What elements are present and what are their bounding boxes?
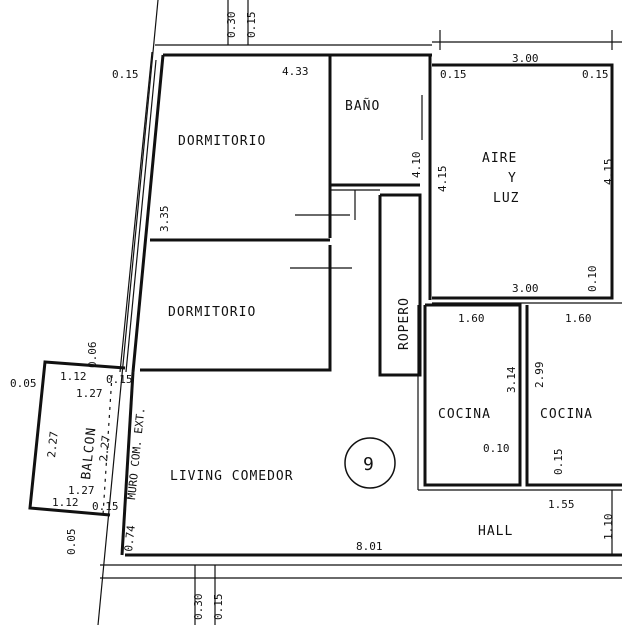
room-hall: HALL	[478, 524, 513, 539]
dim: 1.60	[458, 312, 485, 325]
dim: 1.12	[60, 370, 87, 383]
room-living: LIVING COMEDOR	[170, 469, 294, 484]
dim: 0.05	[10, 377, 37, 390]
dim: 2.27	[45, 431, 61, 459]
dim: 0.15	[212, 594, 225, 621]
dim: 1.27	[76, 387, 103, 400]
dim: 1.10	[602, 514, 615, 541]
dim: 4.15	[602, 159, 615, 186]
room-balcon: BALCON	[79, 426, 99, 480]
room-ropero: ROPERO	[397, 297, 412, 350]
room-bano: BAÑO	[345, 98, 380, 114]
room-labels: DORMITORIO DORMITORIO BAÑO AIRE Y LUZ RO…	[79, 98, 593, 539]
dim: 0.30	[225, 12, 238, 39]
room-y: Y	[508, 171, 517, 186]
dim: 0.15	[440, 68, 467, 81]
dim: 0.15	[106, 373, 133, 386]
dim: 4.15	[436, 166, 449, 193]
dim: 0.74	[122, 524, 138, 552]
dim: 3.00	[512, 282, 539, 295]
dim: 0.06	[86, 342, 99, 369]
dim: 3.14	[505, 366, 518, 393]
room-aire: AIRE	[482, 151, 517, 166]
dim: 0.15	[92, 500, 119, 513]
unit-number: 9	[363, 454, 374, 475]
room-dormitorio-2: DORMITORIO	[168, 305, 256, 320]
extension-lines	[97, 0, 622, 625]
dim: 1.60	[565, 312, 592, 325]
dim: 2.99	[533, 362, 546, 389]
dim: 4.33	[282, 65, 309, 78]
walls	[100, 41, 622, 566]
dim: 2.27	[97, 435, 113, 463]
room-dormitorio-1: DORMITORIO	[178, 134, 266, 149]
dim: 0.30	[192, 594, 205, 621]
dim: 0.15	[245, 12, 258, 39]
dim: 0.15	[582, 68, 609, 81]
dim: 0.10	[586, 266, 599, 293]
dimensions: 0.30 0.15 0.15 4.33 3.35 4.10 0.15 3.00 …	[10, 12, 615, 621]
dim: 0.15	[552, 449, 565, 476]
room-cocina-2: COCINA	[540, 407, 593, 422]
dim: 3.35	[158, 206, 171, 233]
room-luz: LUZ	[493, 191, 519, 206]
dim: 0.10	[483, 442, 510, 455]
dim: 0.15	[112, 68, 139, 81]
unit-number-badge: 9	[344, 437, 396, 489]
dim: 4.10	[410, 152, 423, 179]
dim: 0.05	[65, 529, 78, 556]
dim: 1.12	[52, 496, 79, 509]
dim: 8.01	[356, 540, 383, 553]
dim: 3.00	[512, 52, 539, 65]
dim: 1.27	[68, 484, 95, 497]
room-cocina-1: COCINA	[438, 407, 491, 422]
dim: 1.55	[548, 498, 575, 511]
balcony	[28, 360, 126, 517]
